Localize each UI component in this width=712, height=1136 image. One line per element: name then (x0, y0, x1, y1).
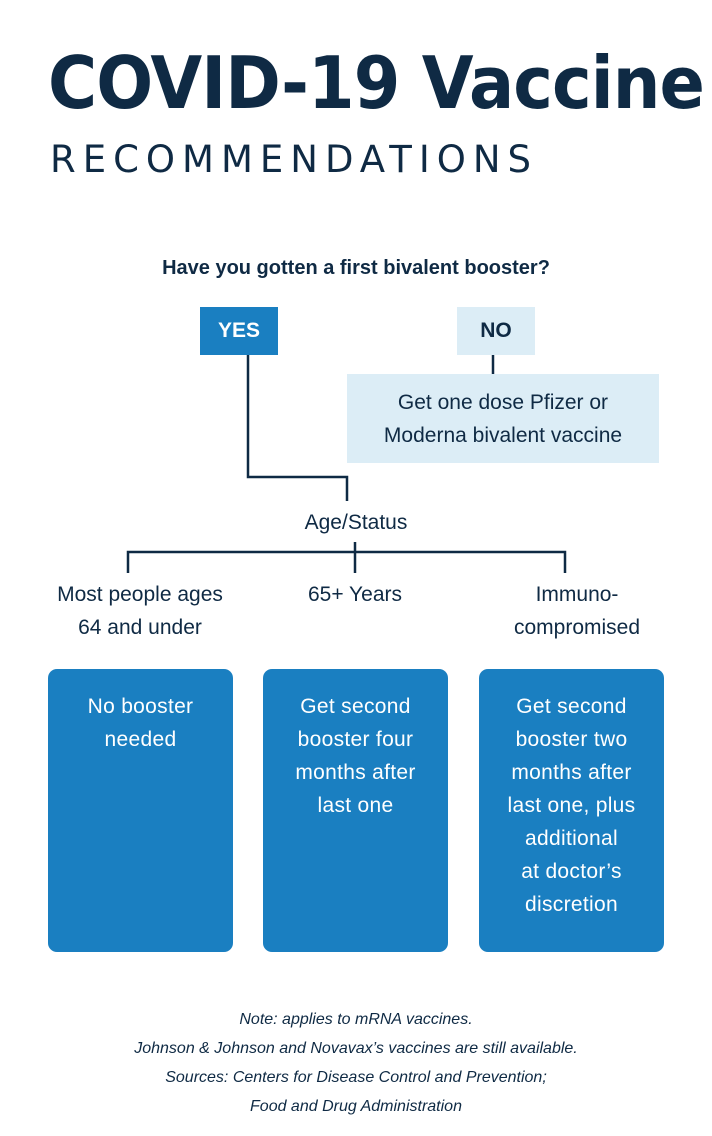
no-box: NO (457, 307, 535, 355)
footer-note-line: Sources: Centers for Disease Control and… (165, 1069, 547, 1086)
recommendation-line: booster two (515, 728, 628, 751)
footer-note-line: Note: applies to mRNA vaccines. (239, 1011, 473, 1028)
recommendation-card-under-65: No booster needed (48, 669, 233, 952)
recommendation-card-immunocompromised: Get second booster two months after last… (479, 669, 664, 952)
recommendation-line: at doctor’s (521, 860, 622, 883)
recommendation-line: discretion (525, 893, 618, 916)
category-label-line: Most people ages (57, 583, 223, 606)
page-title: COVID-19 Vaccine (48, 41, 705, 125)
category-label-line: 65+ Years (307, 583, 402, 606)
recommendation-line: Get second (516, 695, 627, 718)
category-label-line: compromised (513, 616, 641, 639)
category-label-line: Immuno- (535, 583, 619, 606)
recommendation-line: needed (104, 728, 177, 751)
recommendation-line: No booster (87, 695, 194, 718)
recommendation-card-65-plus: Get second booster four months after las… (263, 669, 448, 952)
recommendation-line: Get second (300, 695, 411, 718)
recommendation-line: last one (317, 794, 394, 817)
recommendation-line: last one, plus (507, 794, 636, 817)
footer-notes: Note: applies to mRNA vaccines. Johnson … (0, 1005, 712, 1121)
no-result-box: Get one dose Pfizer or Moderna bivalent … (347, 374, 659, 463)
footer-note-line: Food and Drug Administration (250, 1098, 462, 1115)
category-label-immunocompromised: Immuno- compromised (472, 578, 682, 644)
yes-box: YES (200, 307, 278, 355)
age-status-label: Age/Status (304, 511, 408, 534)
flow-question: Have you gotten a first bivalent booster… (162, 257, 550, 279)
age-branch (126, 550, 567, 573)
no-result-line: Moderna bivalent vaccine (383, 423, 623, 447)
recommendation-line: booster four (297, 728, 414, 751)
no-result-line: Get one dose Pfizer or (397, 390, 609, 414)
page-subtitle: RECOMMENDATIONS (50, 138, 539, 181)
category-label-under-65: Most people ages 64 and under (35, 578, 245, 644)
recommendation-line: months after (511, 761, 632, 784)
yes-connector (246, 355, 349, 501)
recommendation-line: additional (525, 827, 618, 850)
no-label: NO (480, 319, 512, 342)
category-label-65-plus: 65+ Years (250, 578, 460, 611)
category-label-line: 64 and under (78, 616, 202, 639)
recommendation-line: months after (295, 761, 416, 784)
footer-note-line: Johnson & Johnson and Novavax’s vaccines… (134, 1040, 578, 1057)
yes-label: YES (217, 319, 261, 342)
